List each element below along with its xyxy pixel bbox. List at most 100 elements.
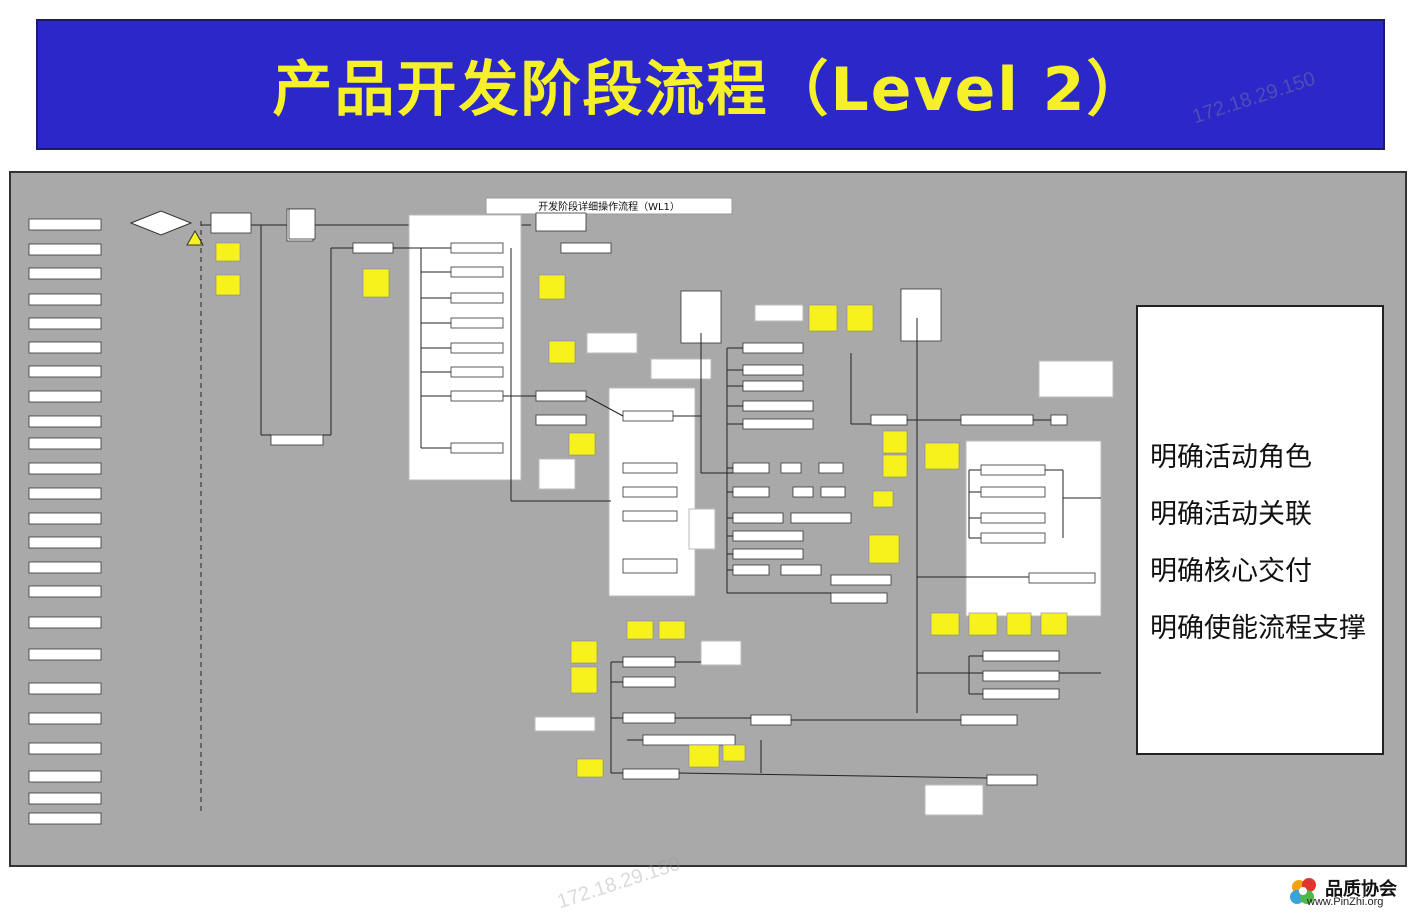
key-point-links: 明确活动关联 bbox=[1150, 499, 1312, 530]
sticky-note bbox=[215, 274, 241, 296]
process-box bbox=[742, 380, 804, 392]
role-label-box bbox=[28, 536, 102, 549]
role-label-box bbox=[28, 462, 102, 475]
process-box bbox=[352, 242, 394, 254]
sticky-note bbox=[568, 432, 596, 456]
logo-flower-icon bbox=[1290, 878, 1316, 904]
key-point-enabling: 明确使能流程支撑 bbox=[1150, 613, 1366, 644]
process-box bbox=[742, 418, 814, 430]
process-box bbox=[830, 592, 888, 604]
role-label-box bbox=[28, 218, 102, 231]
role-label-box bbox=[28, 742, 102, 755]
process-box bbox=[732, 530, 804, 542]
annotation-block bbox=[538, 458, 576, 490]
process-box bbox=[535, 390, 587, 402]
role-label-box bbox=[28, 616, 102, 629]
process-box bbox=[870, 414, 908, 426]
process-box bbox=[450, 366, 504, 378]
process-box bbox=[792, 486, 814, 498]
sticky-note bbox=[626, 620, 654, 640]
process-box bbox=[830, 574, 892, 586]
role-label-box bbox=[28, 487, 102, 500]
annotation-block bbox=[586, 332, 638, 354]
process-box bbox=[288, 208, 316, 240]
role-label-box bbox=[28, 341, 102, 354]
process-box bbox=[450, 317, 504, 329]
annotation-block bbox=[688, 508, 716, 550]
process-box bbox=[732, 512, 784, 524]
sticky-note bbox=[1040, 612, 1068, 636]
process-box bbox=[980, 464, 1046, 476]
process-box bbox=[450, 342, 504, 354]
sticky-note bbox=[362, 268, 390, 298]
sticky-note bbox=[924, 442, 960, 470]
process-box bbox=[450, 266, 504, 278]
process-box bbox=[986, 774, 1038, 786]
flow-connector bbox=[678, 772, 988, 779]
process-box bbox=[980, 512, 1046, 524]
process-box bbox=[742, 364, 804, 376]
process-box bbox=[450, 242, 504, 254]
sticky-note bbox=[576, 758, 604, 778]
process-box bbox=[622, 712, 676, 724]
process-box bbox=[780, 564, 822, 576]
process-box bbox=[980, 486, 1046, 498]
sticky-note bbox=[548, 340, 576, 364]
title-banner: 产品开发阶段流程（Level 2） bbox=[36, 19, 1385, 150]
process-box bbox=[820, 486, 846, 498]
role-label-box bbox=[28, 390, 102, 403]
role-label-box bbox=[28, 317, 102, 330]
process-box bbox=[1028, 572, 1096, 584]
process-box bbox=[450, 292, 504, 304]
annotation-block bbox=[650, 358, 712, 380]
process-box bbox=[535, 414, 587, 426]
annotation-block bbox=[924, 784, 984, 816]
sticky-note bbox=[215, 242, 241, 262]
site-logo[interactable]: 品质协会 www.PinZhi.org bbox=[1285, 873, 1405, 913]
process-box bbox=[960, 414, 1034, 426]
process-box bbox=[450, 442, 504, 454]
process-box bbox=[982, 688, 1060, 700]
process-box bbox=[732, 486, 770, 498]
process-box bbox=[980, 532, 1046, 544]
annotation-block bbox=[700, 640, 742, 666]
process-box bbox=[622, 510, 678, 522]
process-box bbox=[732, 462, 770, 474]
process-box bbox=[732, 564, 770, 576]
page-title: 产品开发阶段流程（Level 2） bbox=[272, 55, 1149, 125]
process-box bbox=[560, 242, 612, 254]
flow-connector bbox=[585, 395, 624, 417]
key-points-box: 明确活动角色 明确活动关联 明确核心交付 明确使能流程支撑 bbox=[1136, 305, 1384, 755]
role-label-box bbox=[28, 561, 102, 574]
process-box bbox=[622, 410, 674, 422]
process-box bbox=[982, 650, 1060, 662]
role-label-box bbox=[28, 585, 102, 598]
diagram-header-box bbox=[485, 197, 733, 215]
sticky-note bbox=[930, 612, 960, 636]
process-box bbox=[732, 548, 804, 560]
process-box bbox=[622, 676, 676, 688]
sticky-note bbox=[570, 666, 598, 694]
process-box bbox=[210, 212, 252, 234]
sticky-note bbox=[658, 620, 686, 640]
sticky-note bbox=[846, 304, 874, 332]
sticky-note bbox=[722, 744, 746, 762]
sticky-note bbox=[688, 744, 720, 768]
process-box bbox=[622, 558, 678, 574]
sticky-note bbox=[570, 640, 598, 664]
sticky-note bbox=[882, 454, 908, 478]
process-box bbox=[818, 462, 844, 474]
role-label-box bbox=[28, 648, 102, 661]
key-point-roles: 明确活动角色 bbox=[1150, 442, 1312, 473]
sticky-note bbox=[968, 612, 998, 636]
role-label-box bbox=[28, 415, 102, 428]
process-box bbox=[270, 434, 324, 446]
logo-url: www.PinZhi.org bbox=[1307, 896, 1384, 908]
role-label-box bbox=[28, 512, 102, 525]
process-box bbox=[960, 714, 1018, 726]
start-decision-diamond bbox=[129, 210, 193, 236]
sticky-note bbox=[882, 430, 908, 454]
role-label-box bbox=[28, 812, 102, 825]
process-box bbox=[900, 288, 942, 342]
process-flow-diagram: 开发阶段详细操作流程（WL1） bbox=[28, 197, 1114, 825]
